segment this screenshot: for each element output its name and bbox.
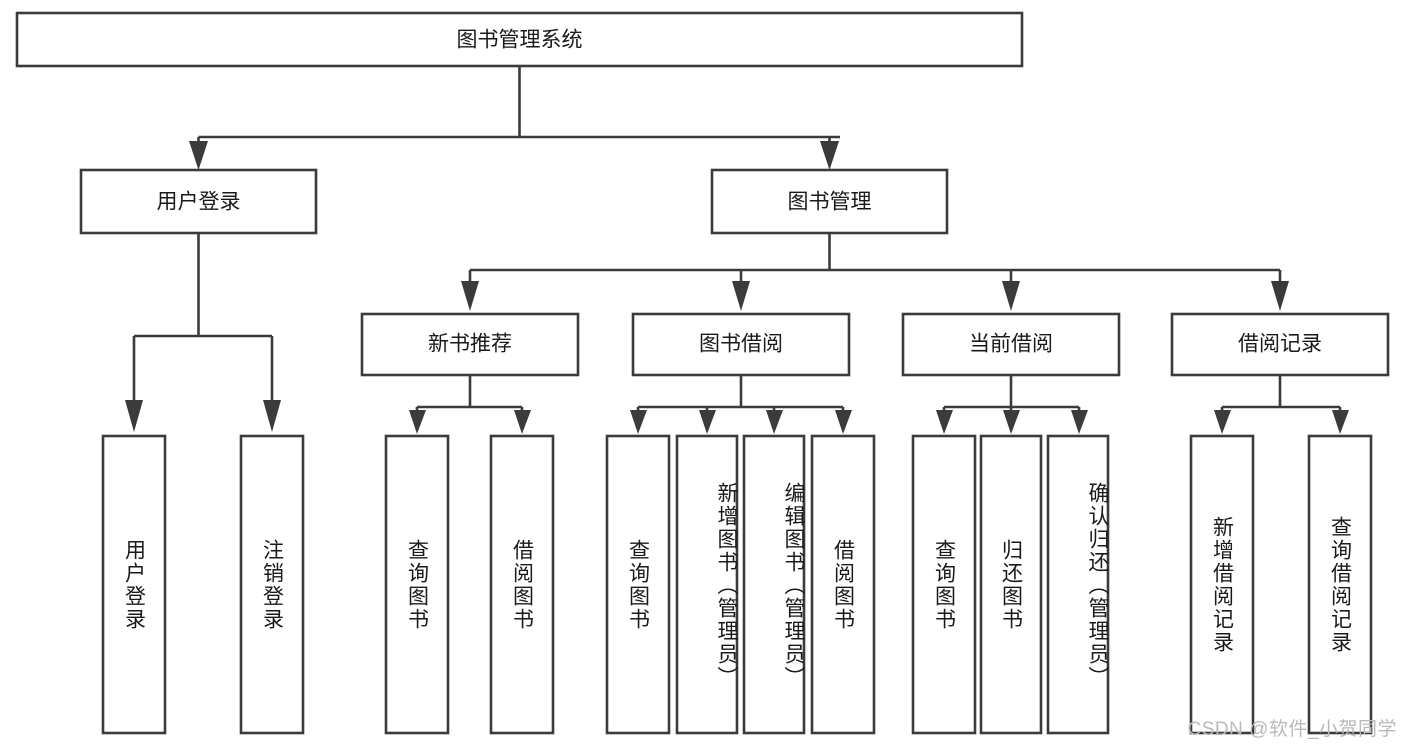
leaf-box-return-book[interactable]: [979, 434, 1043, 735]
node-user-login[interactable]: 用户登录: [79, 168, 318, 235]
node-label: 新书推荐: [428, 333, 512, 356]
arrow-head-icon: [699, 410, 716, 434]
arrow-head-icon: [732, 281, 750, 311]
connector-borrowrecord-to-leaves: [1214, 375, 1349, 434]
leaf-box-edit-book-admin[interactable]: [742, 434, 806, 735]
leaf-box-query-borrow-record[interactable]: [1307, 434, 1373, 735]
leaf-box-query-book-2[interactable]: [605, 434, 671, 735]
node-label: 图书管理: [788, 191, 872, 214]
connector-root-to-level2: [189, 66, 840, 170]
arrow-head-icon: [1002, 281, 1020, 311]
node-box-shape: [631, 312, 851, 377]
arrow-head-icon: [936, 410, 953, 434]
leaf-box-confirm-return-admin[interactable]: [1046, 434, 1110, 735]
leaf-box-borrow-book-2[interactable]: [810, 434, 876, 735]
node-label: 用户登录: [157, 191, 241, 214]
node-label: 当前借阅: [969, 333, 1053, 356]
node-box-shape: [15, 11, 1024, 68]
node-current-borrow[interactable]: 当前借阅: [901, 312, 1121, 377]
leaf-box-add-book-admin[interactable]: [675, 434, 739, 735]
node-box-shape: [901, 312, 1121, 377]
node-label: 借阅记录: [1238, 333, 1322, 356]
connector-bookmgmt-to-level3: [461, 233, 1289, 311]
arrow-head-icon: [1332, 410, 1349, 434]
watermark-text: CSDN @软件_小贺同学: [1187, 719, 1397, 740]
connector-bookborrow-to-leaves: [630, 375, 852, 434]
node-label: 图书管理系统: [457, 29, 583, 52]
arrow-head-icon: [189, 141, 208, 170]
node-borrow-record[interactable]: 借阅记录: [1170, 312, 1390, 377]
arrow-head-icon: [766, 410, 783, 434]
arrow-head-icon: [1271, 281, 1289, 311]
connector-currentborrow-to-leaves: [936, 375, 1088, 434]
arrow-head-icon: [263, 400, 281, 432]
arrow-head-icon: [514, 410, 531, 434]
node-box-shape: [1170, 312, 1390, 377]
node-box-shape: [79, 168, 318, 235]
leaf-box-add-borrow-record[interactable]: [1189, 434, 1255, 735]
node-label: 图书借阅: [699, 333, 783, 356]
leaf-box-query-book-1[interactable]: [384, 434, 450, 735]
arrow-head-icon: [1214, 410, 1231, 434]
node-root-system[interactable]: 图书管理系统: [15, 11, 1024, 68]
connector-userlogin-to-leaves: [125, 233, 281, 432]
node-new-book-recommend[interactable]: 新书推荐: [360, 312, 580, 377]
arrow-head-icon: [125, 400, 143, 432]
node-book-management[interactable]: 图书管理: [710, 168, 949, 235]
node-book-borrow[interactable]: 图书借阅: [631, 312, 851, 377]
arrow-head-icon: [1003, 410, 1020, 434]
connector-newbook-to-leaves: [409, 375, 531, 434]
arrow-head-icon: [409, 410, 426, 434]
arrow-head-icon: [835, 410, 852, 434]
arrow-head-icon: [461, 281, 479, 311]
node-box-shape: [710, 168, 949, 235]
arrow-head-icon: [1071, 410, 1088, 434]
leaf-box-logout[interactable]: [239, 434, 305, 735]
arrow-head-icon: [630, 410, 647, 434]
leaf-box-borrow-book-1[interactable]: [489, 434, 555, 735]
leaf-box-user-login[interactable]: [101, 434, 167, 735]
node-box-shape: [360, 312, 580, 377]
arrow-head-icon: [820, 141, 839, 170]
leaf-box-query-book-3[interactable]: [911, 434, 977, 735]
